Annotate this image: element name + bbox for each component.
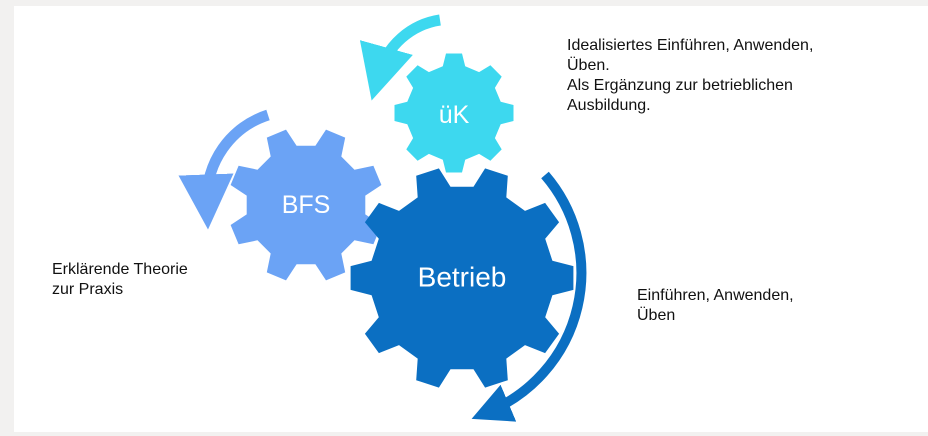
betrieb-description-line: Üben [637,307,676,324]
betrieb-description-line: Einführen, Anwenden, [637,287,794,304]
uek-description-line: Idealisiertes Einführen, Anwenden, [567,37,814,54]
betrieb-gear [350,168,574,388]
bfs-gear [230,129,382,281]
uek-gear [394,53,514,173]
uek-description-line: Ausbildung. [567,97,651,114]
betrieb-rotation-arrow [471,171,587,422]
bfs-description-line: Erklärende Theorie [52,261,188,278]
bfs-description: Erklärende Theorie zur Praxis [52,260,188,300]
bfs-description-line: zur Praxis [52,281,124,298]
bfs-rotation-arrow [178,109,270,230]
betrieb-gear-label: Betrieb [418,262,507,293]
uek-rotation-arrow [359,14,442,101]
uek-description-line: Üben. [567,57,610,74]
uek-description: Idealisiertes Einführen, Anwenden, Üben.… [567,36,813,116]
uek-gear-label: üK [439,101,470,129]
bfs-gear-label: BFS [282,191,331,219]
uek-description-line: Als Ergänzung zur betrieblichen [567,77,793,94]
betrieb-description: Einführen, Anwenden, Üben [637,286,794,326]
